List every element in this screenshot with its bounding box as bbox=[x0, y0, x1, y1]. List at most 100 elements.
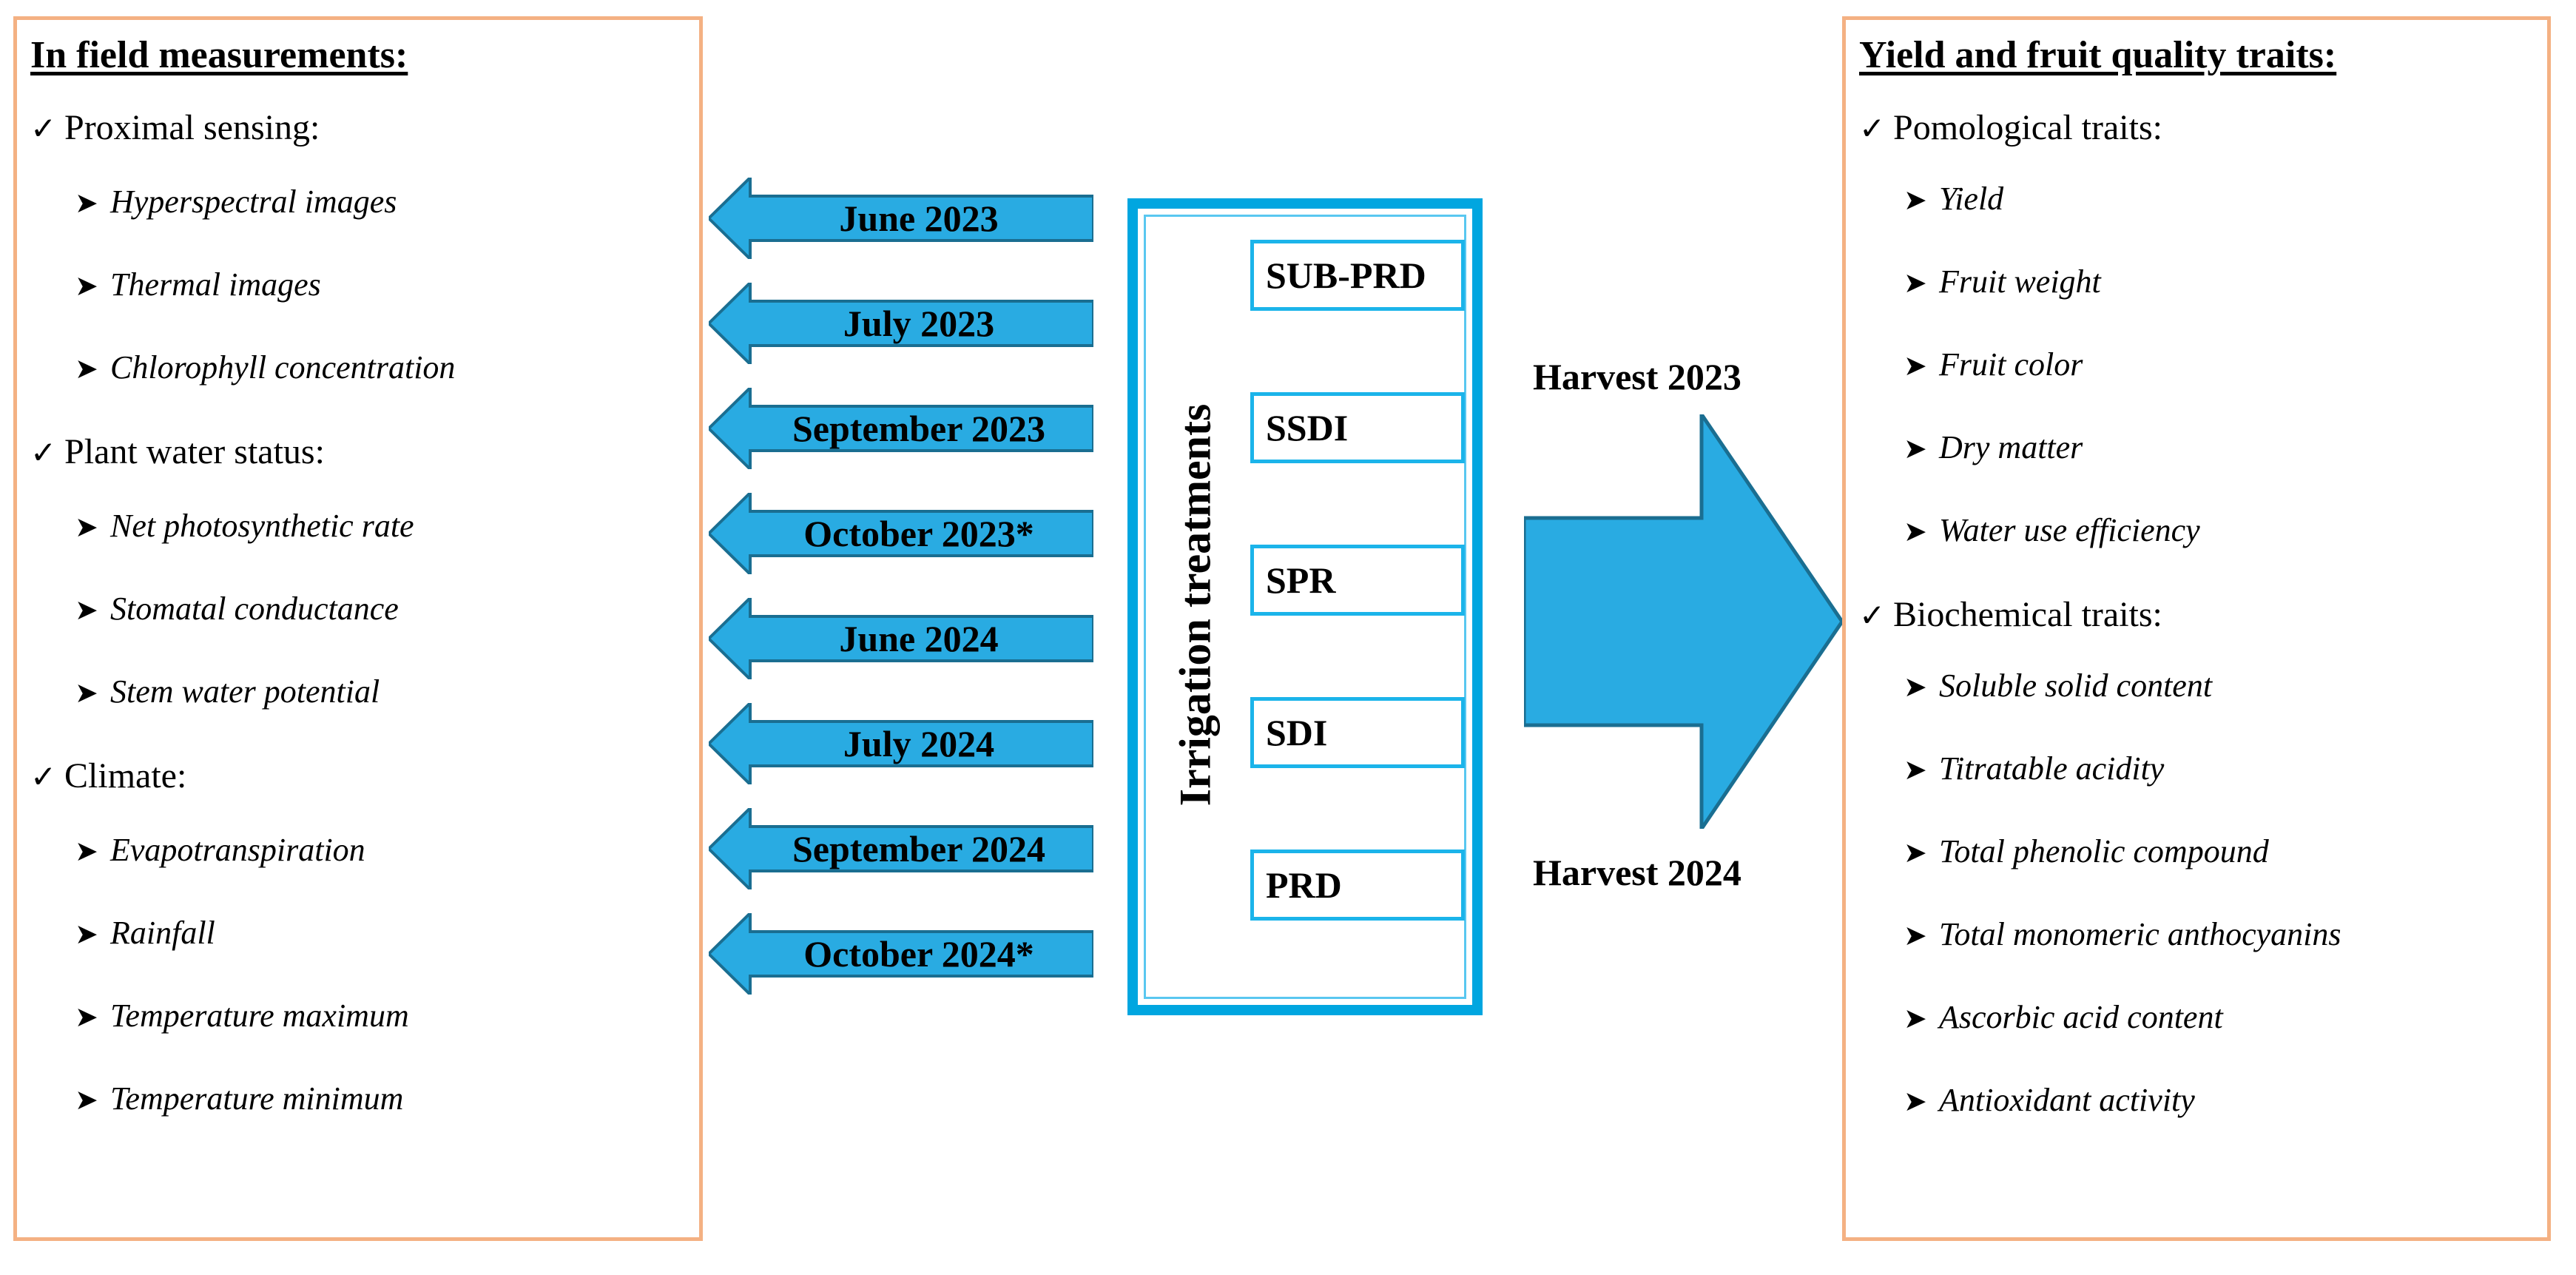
arrowhead-bullet-icon: ➤ bbox=[1904, 919, 1927, 952]
list-item: ➤Total monomeric anthocyanins bbox=[1904, 915, 2341, 953]
arrowhead-bullet-icon: ➤ bbox=[1904, 515, 1927, 548]
group-heading: ✓Plant water status: bbox=[30, 431, 325, 472]
left-arrow-icon bbox=[709, 703, 1093, 784]
month-arrow-label: September 2024 bbox=[792, 828, 1046, 869]
month-arrow-label: June 2024 bbox=[839, 618, 999, 659]
month-arrow: June 2023 bbox=[709, 178, 1093, 259]
list-item-label: Chlorophyll concentration bbox=[110, 349, 456, 386]
list-item: ➤ Hyperspectral images bbox=[75, 183, 397, 221]
list-item-label: Stomatal conductance bbox=[110, 591, 399, 627]
list-item: ➤ Evapotranspiration bbox=[75, 831, 365, 869]
group-heading-label: Plant water status: bbox=[64, 432, 325, 471]
month-arrow-label: September 2023 bbox=[792, 408, 1046, 449]
arrowhead-bullet-icon: ➤ bbox=[75, 269, 98, 302]
list-item: ➤ Soluble solid content bbox=[1904, 667, 2212, 704]
list-item-label: Titratable acidity bbox=[1939, 750, 2165, 787]
left-arrow-icon bbox=[709, 598, 1093, 679]
treatment-box: PRD bbox=[1250, 850, 1465, 921]
arrowhead-bullet-icon: ➤ bbox=[75, 593, 98, 626]
checkmark-icon: ✓ bbox=[30, 758, 57, 795]
list-item-label: Water use efficiency bbox=[1939, 512, 2200, 548]
list-item-label: Total phenolic compound bbox=[1939, 833, 2269, 869]
harvest-2023-label: Harvest 2023 bbox=[1533, 356, 1742, 397]
left-arrow-icon bbox=[709, 913, 1093, 995]
list-item-label: Stem water potential bbox=[110, 673, 380, 710]
month-arrow: October 2023* bbox=[709, 493, 1093, 574]
left-arrow-icon bbox=[709, 493, 1093, 574]
arrowhead-bullet-icon: ➤ bbox=[1904, 432, 1927, 465]
list-item: ➤ Rainfall bbox=[75, 914, 215, 952]
list-item-label: Antioxidant activity bbox=[1939, 1082, 2195, 1118]
irrigation-axis-label: Irrigation treatments bbox=[1151, 209, 1240, 1000]
treatment-label: SSDI bbox=[1266, 407, 1349, 448]
list-item-label: Soluble solid content bbox=[1939, 667, 2213, 704]
list-item: ➤ Stomatal conductance bbox=[75, 590, 399, 628]
arrowhead-bullet-icon: ➤ bbox=[1904, 670, 1927, 703]
left-arrow-icon bbox=[709, 808, 1093, 889]
harvest-arrow-icon bbox=[1524, 414, 1842, 829]
treatment-label: SPR bbox=[1266, 559, 1336, 601]
treatment-label: SUB-PRD bbox=[1266, 255, 1426, 296]
list-item: ➤ Stem water potential bbox=[75, 673, 380, 710]
list-item: ➤ Fruit weight bbox=[1904, 263, 2101, 300]
list-item: ➤Dry matter bbox=[1904, 428, 2083, 466]
list-item-label: Temperature minimum bbox=[110, 1080, 404, 1117]
left-arrow-icon bbox=[709, 283, 1093, 364]
arrowhead-bullet-icon: ➤ bbox=[75, 352, 98, 385]
month-arrow-label: October 2024* bbox=[803, 933, 1034, 975]
irrigation-axis-label-text: Irrigation treatments bbox=[1170, 403, 1220, 806]
list-item-label: Ascorbic acid content bbox=[1939, 999, 2223, 1035]
treatment-box: SSDI bbox=[1250, 392, 1465, 463]
list-item: ➤Yield bbox=[1904, 180, 2003, 218]
arrowhead-bullet-icon: ➤ bbox=[75, 186, 98, 219]
list-item-label: Hyperspectral images bbox=[110, 184, 397, 220]
list-item-label: Rainfall bbox=[110, 915, 215, 951]
month-arrow-label: July 2023 bbox=[843, 303, 995, 344]
group-heading-label: Proximal sensing: bbox=[64, 108, 320, 147]
right-panel-title: Yield and fruit quality traits: bbox=[1859, 34, 2337, 76]
left-arrow-icon bbox=[709, 178, 1093, 259]
group-heading: ✓Pomological traits: bbox=[1859, 107, 2162, 148]
list-item: ➤ Chlorophyll concentration bbox=[75, 349, 455, 386]
arrowhead-bullet-icon: ➤ bbox=[75, 676, 98, 709]
month-arrow-label: June 2023 bbox=[839, 198, 999, 239]
group-heading: ✓Biochemical traits: bbox=[1859, 594, 2162, 635]
list-item: ➤Ascorbic acid content bbox=[1904, 998, 2223, 1036]
checkmark-icon: ✓ bbox=[1859, 597, 1886, 633]
group-heading-label: Pomological traits: bbox=[1893, 108, 2162, 147]
list-item-label: Evapotranspiration bbox=[110, 832, 365, 868]
month-arrow: September 2023 bbox=[709, 388, 1093, 469]
month-arrow-label: July 2024 bbox=[843, 723, 995, 764]
list-item: ➤Titratable acidity bbox=[1904, 750, 2164, 787]
checkmark-icon: ✓ bbox=[30, 110, 57, 147]
list-item-label: Temperature maximum bbox=[110, 998, 409, 1034]
month-arrow: June 2024 bbox=[709, 598, 1093, 679]
list-item-label: Fruit color bbox=[1939, 346, 2083, 383]
checkmark-icon: ✓ bbox=[1859, 110, 1886, 147]
arrowhead-bullet-icon: ➤ bbox=[75, 1000, 98, 1033]
arrowhead-bullet-icon: ➤ bbox=[1904, 1085, 1927, 1117]
arrowhead-bullet-icon: ➤ bbox=[1904, 266, 1927, 299]
arrowhead-bullet-icon: ➤ bbox=[75, 918, 98, 950]
list-item: ➤ Temperature minimum bbox=[75, 1080, 403, 1117]
list-item: ➤ Temperature maximum bbox=[75, 997, 409, 1035]
month-arrow: September 2024 bbox=[709, 808, 1093, 889]
arrowhead-bullet-icon: ➤ bbox=[75, 1083, 98, 1116]
list-item: ➤ Water use efficiency bbox=[1904, 511, 2200, 549]
month-arrow: July 2024 bbox=[709, 703, 1093, 784]
month-arrow: October 2024* bbox=[709, 913, 1093, 995]
group-heading-label: Biochemical traits: bbox=[1893, 595, 2162, 634]
arrowhead-bullet-icon: ➤ bbox=[75, 835, 98, 867]
group-heading: ✓Proximal sensing: bbox=[30, 107, 320, 148]
month-arrow-label: October 2023* bbox=[803, 513, 1034, 554]
list-item-label: Yield bbox=[1939, 181, 2004, 217]
treatment-label: PRD bbox=[1266, 864, 1342, 906]
list-item-label: Net photosynthetic rate bbox=[110, 508, 414, 544]
list-item: ➤Net photosynthetic rate bbox=[75, 507, 414, 545]
treatment-box: SUB-PRD bbox=[1250, 240, 1465, 311]
list-item-label: Fruit weight bbox=[1939, 263, 2101, 300]
harvest-2024-label: Harvest 2024 bbox=[1533, 852, 1742, 893]
in-field-measurements-panel: In field measurements: ✓Proximal sensing… bbox=[13, 16, 703, 1241]
